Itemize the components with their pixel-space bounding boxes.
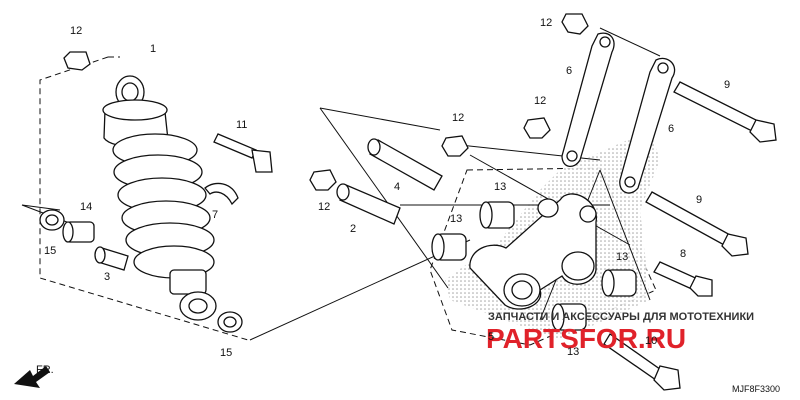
callout-12-top-right: 12 xyxy=(534,95,546,107)
bearing-13-right xyxy=(601,269,637,297)
callout-6-left: 6 xyxy=(566,65,572,77)
collar-3 xyxy=(94,246,129,271)
nut-12-middle xyxy=(309,169,337,191)
bearing-13-top xyxy=(479,201,515,229)
watermark-tagline: ЗАПЧАСТИ И АКСЕССУАРЫ ДЛЯ МОТОТЕХНИКИ xyxy=(488,311,754,323)
callout-13-right: 13 xyxy=(616,251,628,263)
front-direction-label: FR. xyxy=(36,364,54,376)
callout-7: 7 xyxy=(212,209,218,221)
bolt-9-middle xyxy=(645,191,749,257)
bearing-13-left xyxy=(431,233,467,261)
callout-6-right: 6 xyxy=(668,123,674,135)
seal-15-bottom xyxy=(217,311,243,333)
callout-12-middle: 12 xyxy=(318,201,330,213)
nut-12-left xyxy=(63,51,91,71)
bearing-13-bottom xyxy=(551,303,587,331)
callout-15-bottom: 15 xyxy=(220,347,232,359)
spring-coils xyxy=(112,133,215,279)
nut-12-top-right xyxy=(523,117,551,139)
shock-absorber xyxy=(102,75,217,321)
watermark-brand: PARTSFOR.RU xyxy=(486,323,686,354)
link-arm-5 xyxy=(469,193,597,310)
front-direction-arrow: FR. xyxy=(14,364,54,388)
collar-2 xyxy=(336,183,401,225)
callout-14: 14 xyxy=(80,201,92,213)
callout-4: 4 xyxy=(394,181,400,193)
callout-1: 1 xyxy=(150,43,156,55)
callout-11: 11 xyxy=(236,119,247,131)
nut-12-top xyxy=(561,13,589,35)
seal-15-left xyxy=(39,209,65,231)
bolt-10 xyxy=(603,333,681,391)
callout-15-left: 15 xyxy=(44,245,56,257)
rod-6-right xyxy=(619,57,676,194)
callout-2: 2 xyxy=(350,223,356,235)
callout-13-top: 13 xyxy=(494,181,506,193)
bearing-14 xyxy=(62,221,95,243)
callout-13-left: 13 xyxy=(450,213,462,225)
nut-12-link xyxy=(441,135,469,157)
callout-5: 5 xyxy=(488,331,494,343)
callout-13-bottom: 13 xyxy=(567,346,579,358)
callout-12-top: 12 xyxy=(540,17,552,29)
spring-clip xyxy=(204,182,239,206)
callout-12-left: 12 xyxy=(70,25,82,37)
rod-6-left xyxy=(561,32,615,167)
callout-12-link: 12 xyxy=(452,112,464,124)
bolt-8 xyxy=(653,261,713,297)
diagram-code: MJF8F3300 xyxy=(732,384,780,394)
callout-labels: 1 2 3 4 5 6 6 7 8 9 9 10 11 12 12 12 12 … xyxy=(44,17,730,359)
callout-8: 8 xyxy=(680,248,686,260)
callout-9-top: 9 xyxy=(724,79,730,91)
collar-4 xyxy=(367,138,443,191)
bolt-9-top xyxy=(673,81,777,143)
callout-10: 10 xyxy=(645,335,657,347)
bolt-11 xyxy=(213,133,273,173)
callout-9-middle: 9 xyxy=(696,194,702,206)
callout-3: 3 xyxy=(104,271,110,283)
watermark: ЗАПЧАСТИ И АКСЕССУАРЫ ДЛЯ МОТОТЕХНИКИ PA… xyxy=(486,311,754,354)
